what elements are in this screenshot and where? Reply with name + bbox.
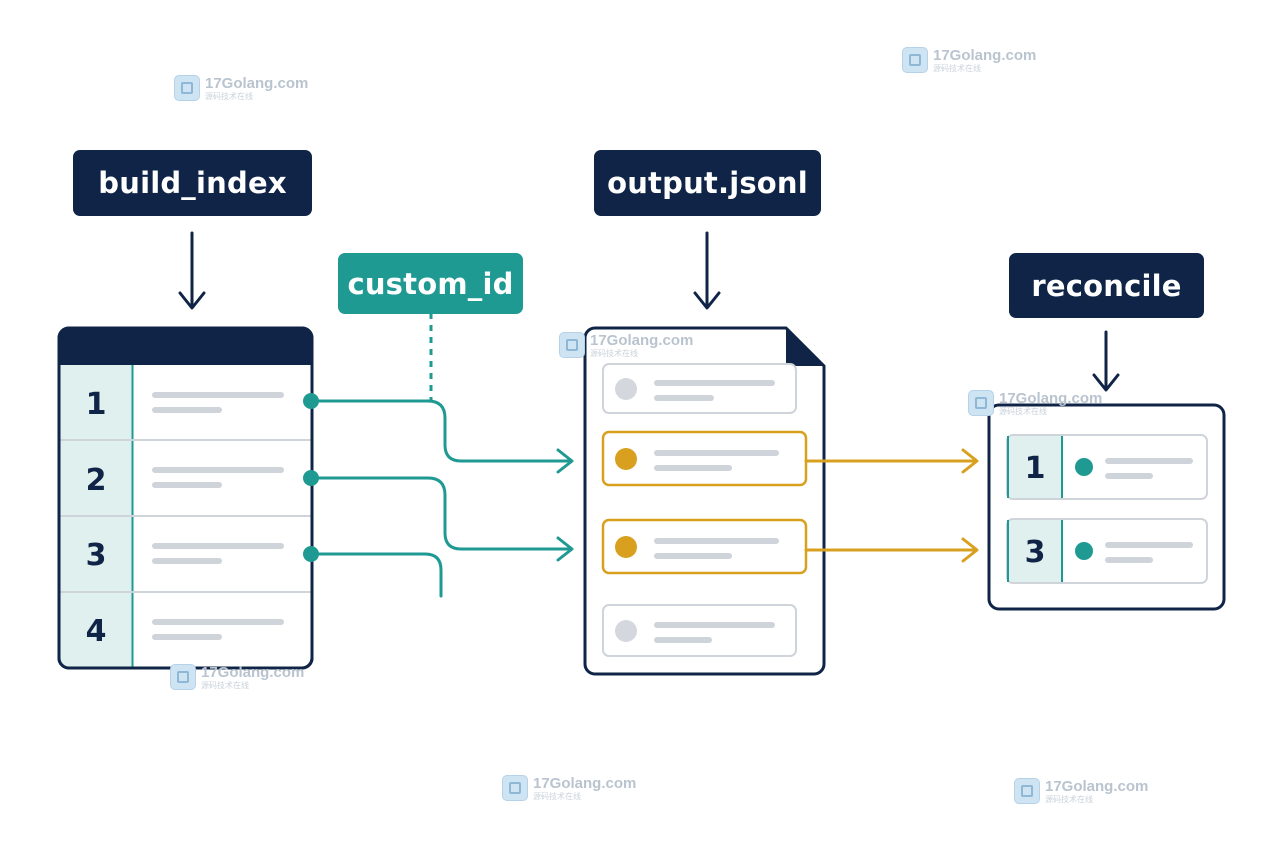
document-fold — [786, 328, 824, 366]
index-row-id: 1 — [86, 387, 107, 422]
watermark-logo-icon — [502, 775, 528, 801]
reconcile-row-dot — [1075, 542, 1093, 560]
connector-row-3 — [309, 552, 443, 598]
connector-row-2-arrowhead — [556, 536, 574, 562]
index-row-text-line — [152, 558, 222, 564]
connector-dot — [303, 470, 319, 486]
gold-connectors — [804, 448, 979, 563]
index-row-text-line — [152, 543, 284, 549]
reconcile-row: 1 — [1006, 434, 1208, 500]
reconcile-row-id: 3 — [1025, 535, 1046, 570]
record-status-dot — [615, 620, 637, 642]
reconcile-row-id: 1 — [1025, 451, 1046, 486]
record-status-dot — [615, 448, 637, 470]
connector-dot — [303, 546, 319, 562]
index-row: 4 — [86, 614, 284, 649]
reconcile-label: reconcile — [1009, 253, 1204, 318]
build-index-label: build_index — [73, 150, 312, 216]
build-index-arrow — [178, 231, 206, 310]
index-row-text-line — [152, 407, 222, 413]
watermark-logo-icon — [174, 75, 200, 101]
reconcile-row: 3 — [1006, 518, 1208, 584]
watermark-logo-icon — [559, 332, 585, 358]
index-row-text-line — [152, 467, 284, 473]
gold-connector-1-arrowhead — [961, 448, 979, 474]
index-row: 3 — [86, 538, 284, 573]
watermark-logo-icon — [968, 390, 994, 416]
output-document — [583, 326, 826, 676]
reconcile-row-dot — [1075, 458, 1093, 476]
output-arrow — [693, 231, 721, 310]
output-record — [601, 518, 808, 575]
index-row-text-line — [152, 619, 284, 625]
gold-connector-2-arrowhead — [961, 537, 979, 563]
watermark-logo-icon — [1014, 778, 1040, 804]
watermark-logo-icon — [902, 47, 928, 73]
index-table-header — [59, 328, 312, 365]
connector-row-2 — [309, 476, 572, 551]
output-record — [601, 430, 808, 487]
index-row-id: 3 — [86, 538, 107, 573]
custom-id-label: custom_id — [338, 253, 523, 314]
index-table: 1 2 3 4 — [57, 326, 314, 670]
index-row: 1 — [86, 387, 284, 422]
index-row-id: 4 — [86, 614, 107, 649]
connector-row-1 — [309, 399, 572, 463]
index-row-text-line — [152, 634, 222, 640]
reconcile-arrow — [1092, 330, 1120, 392]
index-row-text-line — [152, 482, 222, 488]
record-status-dot — [615, 536, 637, 558]
output-record — [602, 363, 797, 414]
connector-row-1-arrowhead — [556, 448, 574, 474]
index-row: 2 — [86, 463, 284, 498]
connector-dot — [303, 393, 319, 409]
output-record — [602, 604, 797, 657]
reconcile-table: 1 3 — [987, 403, 1226, 611]
output-jsonl-label: output.jsonl — [594, 150, 821, 216]
watermark-logo-icon — [170, 664, 196, 690]
record-status-dot — [615, 378, 637, 400]
index-row-id: 2 — [86, 463, 107, 498]
index-row-text-line — [152, 392, 284, 398]
teal-connectors — [309, 399, 574, 598]
